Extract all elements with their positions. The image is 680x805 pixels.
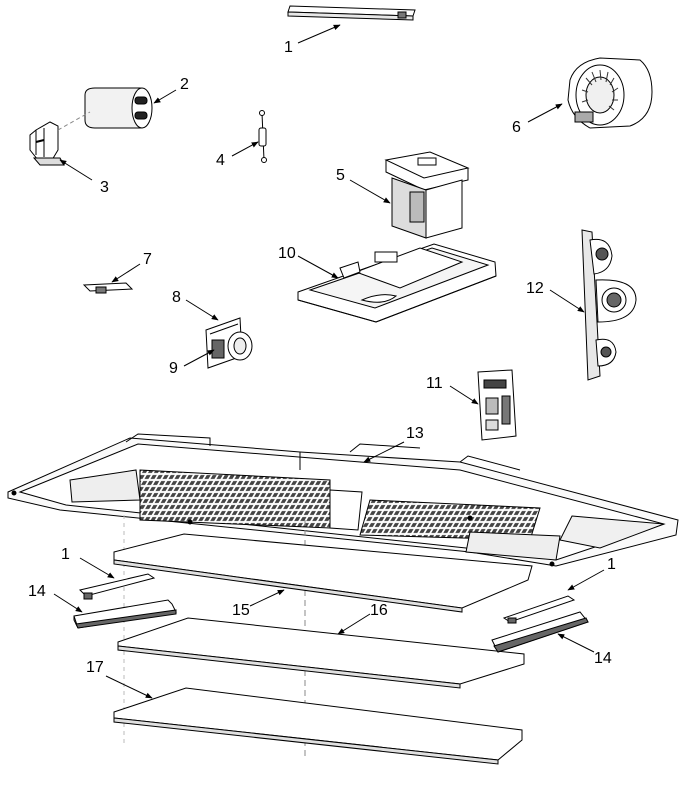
callout-2: 2 <box>180 76 189 93</box>
leader-8 <box>185 299 219 321</box>
leader-5 <box>349 179 391 204</box>
callout-6: 6 <box>512 119 521 136</box>
callout-7: 7 <box>143 251 152 268</box>
part-3-capacitor-bracket <box>29 121 65 166</box>
callout-13: 13 <box>406 425 424 442</box>
callout-17: 17 <box>86 659 104 676</box>
callout-8: 8 <box>172 289 181 306</box>
part-5-transformer <box>384 151 470 239</box>
leader-11 <box>449 385 479 405</box>
callout-5: 5 <box>336 167 345 184</box>
leader-17 <box>105 675 153 699</box>
part-16-panel <box>117 617 525 689</box>
leader-1a <box>297 24 341 44</box>
callout-14-right: 14 <box>594 650 612 667</box>
callout-10: 10 <box>278 245 296 262</box>
part-13-chassis <box>7 433 679 567</box>
leader-16 <box>337 613 371 635</box>
part-10-mounting-plate <box>297 243 497 323</box>
callout-3: 3 <box>100 179 109 196</box>
leader-14b <box>557 633 595 653</box>
callout-12: 12 <box>526 280 544 297</box>
leader-3 <box>59 159 93 181</box>
leader-arrows <box>53 24 605 699</box>
leader-1c <box>567 569 605 591</box>
callout-15: 15 <box>232 602 250 619</box>
dashed-leader <box>57 111 91 131</box>
part-6-fan-motor <box>567 57 653 129</box>
part-1-right-cover <box>502 595 576 624</box>
leader-12 <box>549 289 585 313</box>
part-8-9-switch-assembly <box>205 317 253 369</box>
leader-6 <box>527 103 563 123</box>
part-1-left-cover <box>79 573 156 600</box>
leader-2 <box>153 89 177 104</box>
part-12-latch-assembly <box>581 229 637 381</box>
part-17-panel <box>113 687 523 765</box>
part-14-left-plate <box>73 599 177 629</box>
leader-13 <box>363 441 405 463</box>
leader-9 <box>183 349 215 367</box>
part-14-right-plate <box>491 611 589 653</box>
callout-1-right: 1 <box>607 556 616 573</box>
part-1-top-cover <box>287 5 416 21</box>
leader-15 <box>249 589 285 607</box>
leader-4 <box>231 141 259 157</box>
leader-7 <box>111 263 141 283</box>
callout-16: 16 <box>370 602 388 619</box>
callout-4: 4 <box>216 152 225 169</box>
leader-14a <box>53 593 83 613</box>
part-11-circuit-board <box>477 369 517 441</box>
callout-9: 9 <box>169 360 178 377</box>
part-4-diode <box>258 110 267 163</box>
callout-11: 11 <box>426 375 443 392</box>
part-7-clip <box>82 282 134 294</box>
part-15-panel <box>113 533 533 613</box>
leader-10 <box>297 255 339 279</box>
callout-14-left: 14 <box>28 583 46 600</box>
part-2-capacitor <box>84 87 153 129</box>
callout-1-left: 1 <box>61 546 70 563</box>
leader-1b <box>79 557 115 579</box>
callout-1-top: 1 <box>284 39 293 56</box>
